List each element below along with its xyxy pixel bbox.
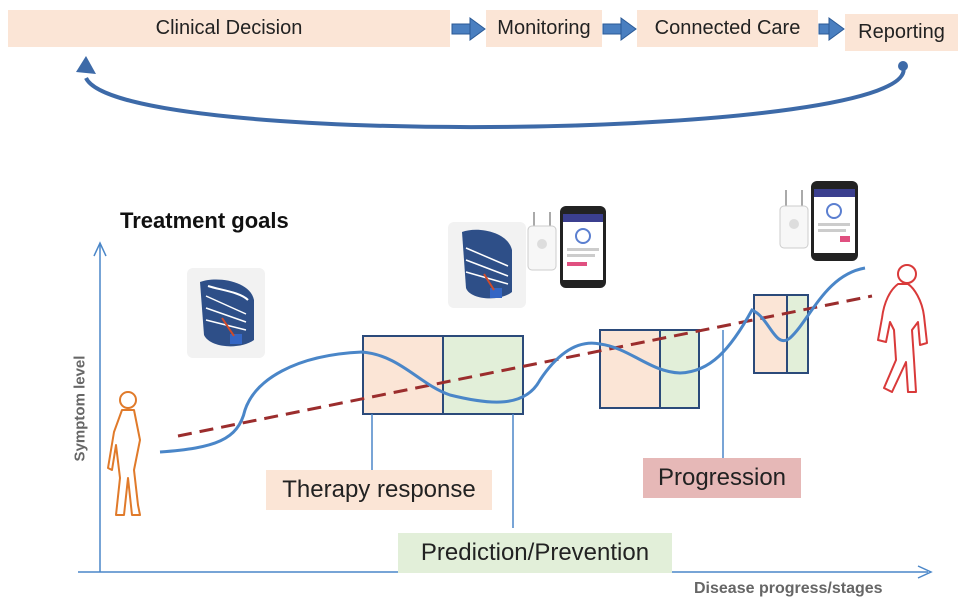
step-reporting: Reporting [845, 14, 958, 51]
diagram-canvas [78, 181, 933, 579]
treatment-goals-heading: Treatment goals [120, 208, 289, 233]
y-axis [93, 241, 107, 572]
step-clinical-decision: Clinical Decision [8, 10, 450, 47]
sensor-hub-icon [527, 212, 557, 271]
phase-box-late [753, 294, 809, 374]
smartphone-app-icon [560, 206, 606, 288]
smartphone-app-icon-2 [811, 181, 858, 261]
impaired-person-icon [877, 264, 928, 393]
step-monitoring: Monitoring [486, 10, 602, 47]
feedback-loop-arrow [76, 56, 908, 130]
prediction-prevention-label: Prediction/Prevention [398, 533, 672, 573]
step-arrow-3 [818, 17, 845, 41]
step-arrow-1 [451, 17, 486, 41]
symptom-curve [159, 266, 866, 454]
step-arrow-2 [602, 17, 637, 41]
sensor-hub-icon-2 [779, 190, 809, 249]
trend-line [177, 294, 873, 438]
shoe-sensor-icon-2 [448, 222, 526, 308]
step-connected-care: Connected Care [637, 10, 818, 47]
workflow-arrows [76, 17, 908, 130]
healthy-person-icon [107, 391, 141, 516]
y-axis-label: Symptom level [71, 355, 89, 462]
shoe-sensor-icon [187, 268, 265, 358]
therapy-response-label: Therapy response [266, 470, 492, 510]
x-axis-label: Disease progress/stages [694, 580, 883, 597]
phase-box-middle [599, 329, 700, 409]
progression-label: Progression [643, 458, 801, 498]
